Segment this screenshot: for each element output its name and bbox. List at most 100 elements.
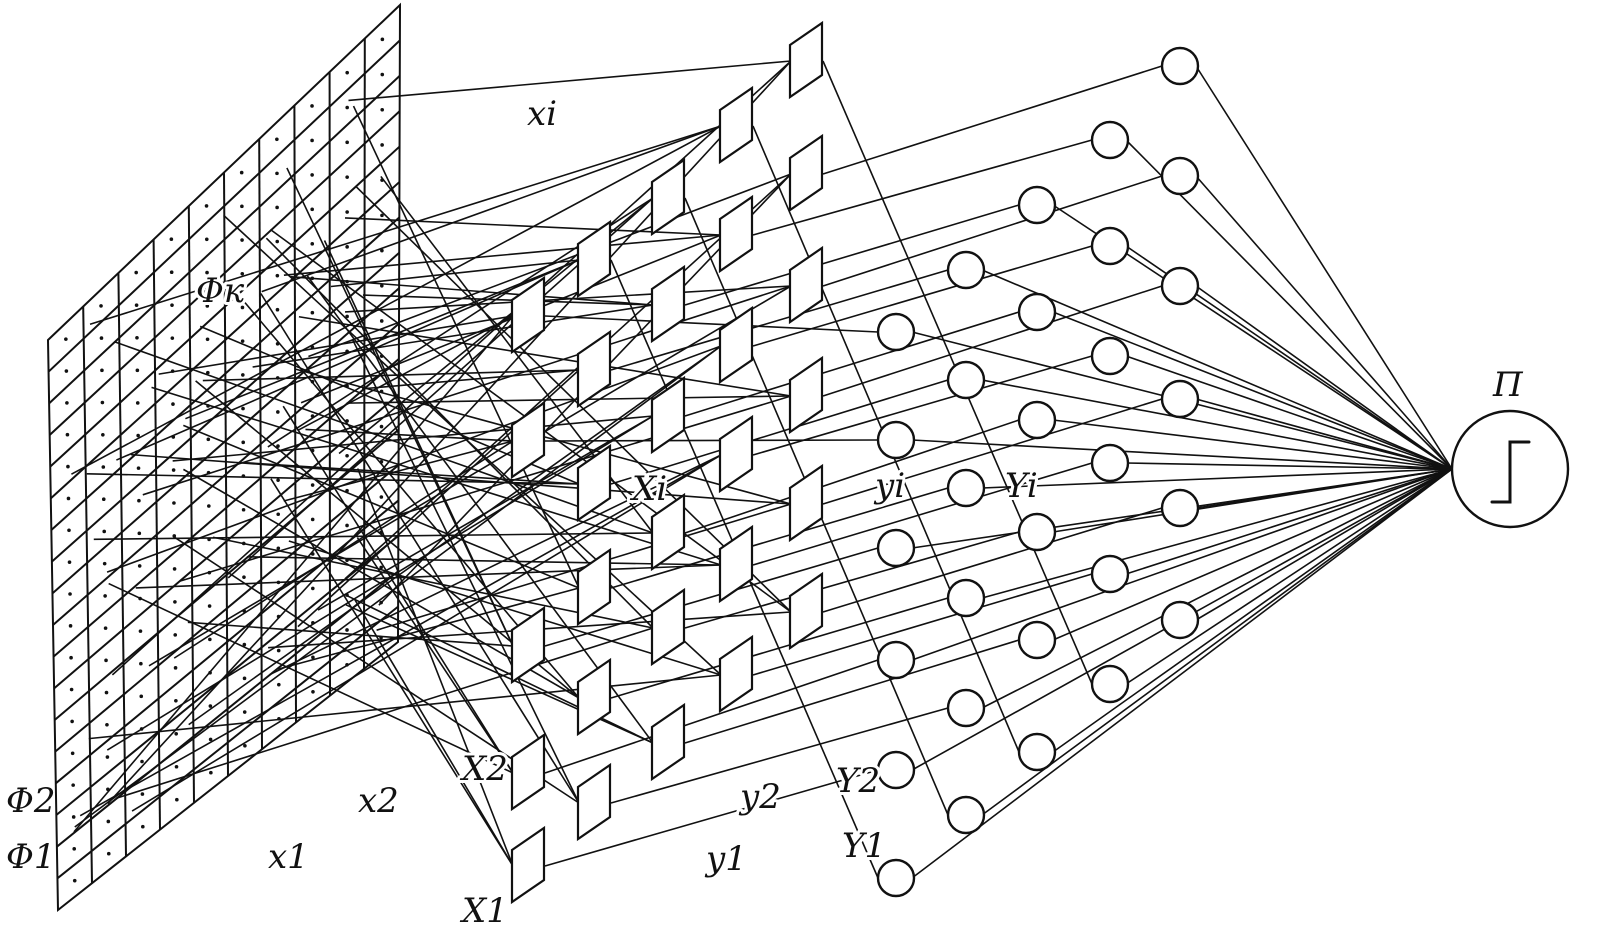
sensor-to-unit-link: [308, 173, 792, 358]
sensor-dot: [134, 303, 139, 307]
summing-node: [1160, 266, 1200, 306]
node-to-output-link: [911, 468, 1453, 879]
sensor-dot: [310, 517, 315, 522]
node-to-output-link: [1125, 468, 1453, 685]
summing-node: [1090, 664, 1130, 704]
sensor-to-unit-link: [116, 627, 654, 800]
sensor-dot: [345, 314, 349, 319]
unit-to-node-link: [684, 531, 1020, 629]
sensor-to-unit-link: [180, 395, 792, 582]
unit-to-node-link: [544, 769, 879, 867]
sensor-dot: [311, 689, 315, 694]
sensor-dot: [71, 783, 75, 787]
summing-node: [946, 250, 986, 290]
unit-to-node-link: [610, 597, 949, 699]
retina-row-line: [47, 39, 401, 373]
association-unit: [650, 492, 686, 572]
sensor-dot: [68, 592, 72, 596]
summing-node: [946, 360, 986, 400]
sensor-to-unit-link: [344, 217, 722, 236]
sensor-dot: [101, 465, 106, 469]
sensor-dot: [275, 307, 280, 312]
sensor-dot: [345, 70, 349, 75]
sensor-to-unit-link: [353, 598, 514, 867]
summing-node: [946, 468, 986, 508]
node-to-output-link: [1052, 419, 1453, 470]
sensor-dot: [205, 304, 210, 308]
label-y-small-1: y1: [704, 839, 747, 879]
label-y-big-1: Y1: [842, 826, 886, 866]
sensor-to-unit-link: [277, 587, 580, 670]
sensor-dot: [72, 847, 77, 851]
unit-to-node-link: [752, 573, 1093, 676]
label-y-small-i: yi: [873, 466, 905, 506]
sensor-dot: [380, 107, 385, 112]
sensor-dot: [65, 401, 69, 405]
summing-node: [1160, 379, 1200, 419]
sensor-dot: [66, 464, 70, 469]
unit-to-node-link: [610, 269, 949, 371]
sensor-to-unit-link: [246, 555, 722, 566]
node-to-output-link: [1195, 468, 1453, 509]
sensor-to-unit-link: [158, 315, 514, 375]
association-unit: [788, 355, 824, 435]
node-to-output-link: [1052, 468, 1453, 753]
association-unit: [576, 219, 612, 299]
sensor-to-unit-link: [352, 105, 580, 589]
node-to-output-link: [981, 468, 1453, 489]
label-phi-1: Φ1: [6, 837, 56, 877]
summing-node: [876, 420, 916, 460]
sensor-dot: [241, 406, 245, 411]
sensor-dot: [174, 699, 178, 703]
sensor-dot: [310, 310, 315, 315]
sensor-dot: [171, 468, 176, 472]
node-to-output-link: [1125, 355, 1453, 470]
sensor-to-unit-link: [106, 415, 654, 751]
labels: Φ2 Φ1 Φк xi x2 x1 Xi X2 X1 yi y2 y1 Yi Y…: [6, 91, 1524, 934]
sensor-to-unit-link: [187, 621, 514, 647]
sensor-dot: [139, 694, 144, 699]
sensor-dot: [106, 851, 111, 856]
retina-grid: [46, 2, 402, 913]
label-x-small-1: x1: [268, 837, 309, 877]
summing-node: [1160, 46, 1200, 86]
association-unit: [650, 264, 686, 344]
sensor-dot: [275, 171, 279, 176]
unit-to-node-link: [684, 204, 1020, 306]
sensor-dot: [99, 336, 104, 340]
sensor-dot: [67, 560, 72, 564]
sensor-dot: [175, 797, 179, 802]
association-unit: [788, 20, 824, 100]
summing-node: [1017, 732, 1057, 772]
sensor-to-unit-link: [172, 415, 654, 462]
association-unit: [788, 133, 824, 213]
unit-to-node-link: [752, 355, 1093, 456]
sensor-to-unit-link: [344, 173, 792, 580]
unit-to-node-link: [544, 547, 879, 647]
node-to-output-link: [981, 468, 1453, 816]
summing-node: [876, 858, 916, 898]
sensor-dot: [276, 444, 280, 448]
retina-row-line: [54, 464, 400, 753]
unit-to-node-link: [610, 379, 949, 485]
sensor-dot: [135, 368, 140, 373]
association-unit: [788, 571, 824, 651]
sensor-dot: [209, 770, 213, 775]
node-to-output-link: [1195, 398, 1453, 470]
association-unit: [788, 245, 824, 325]
label-x-big-i: Xi: [629, 469, 667, 509]
sensor-dot: [138, 629, 143, 633]
node-to-output-link: [911, 439, 1453, 470]
retina-row-line: [51, 251, 400, 563]
sensor-dot: [276, 512, 281, 517]
sensor-dot: [240, 339, 245, 343]
association-unit: [576, 443, 612, 523]
summing-node: [1017, 292, 1057, 332]
sensor-dot: [136, 466, 141, 470]
sensor-dot: [70, 719, 74, 724]
sensor-dot: [379, 319, 384, 323]
sensor-dot: [141, 824, 145, 829]
sensor-to-unit-link: [283, 234, 722, 276]
sensor-dot: [380, 72, 385, 77]
sensor-dot: [276, 648, 281, 653]
